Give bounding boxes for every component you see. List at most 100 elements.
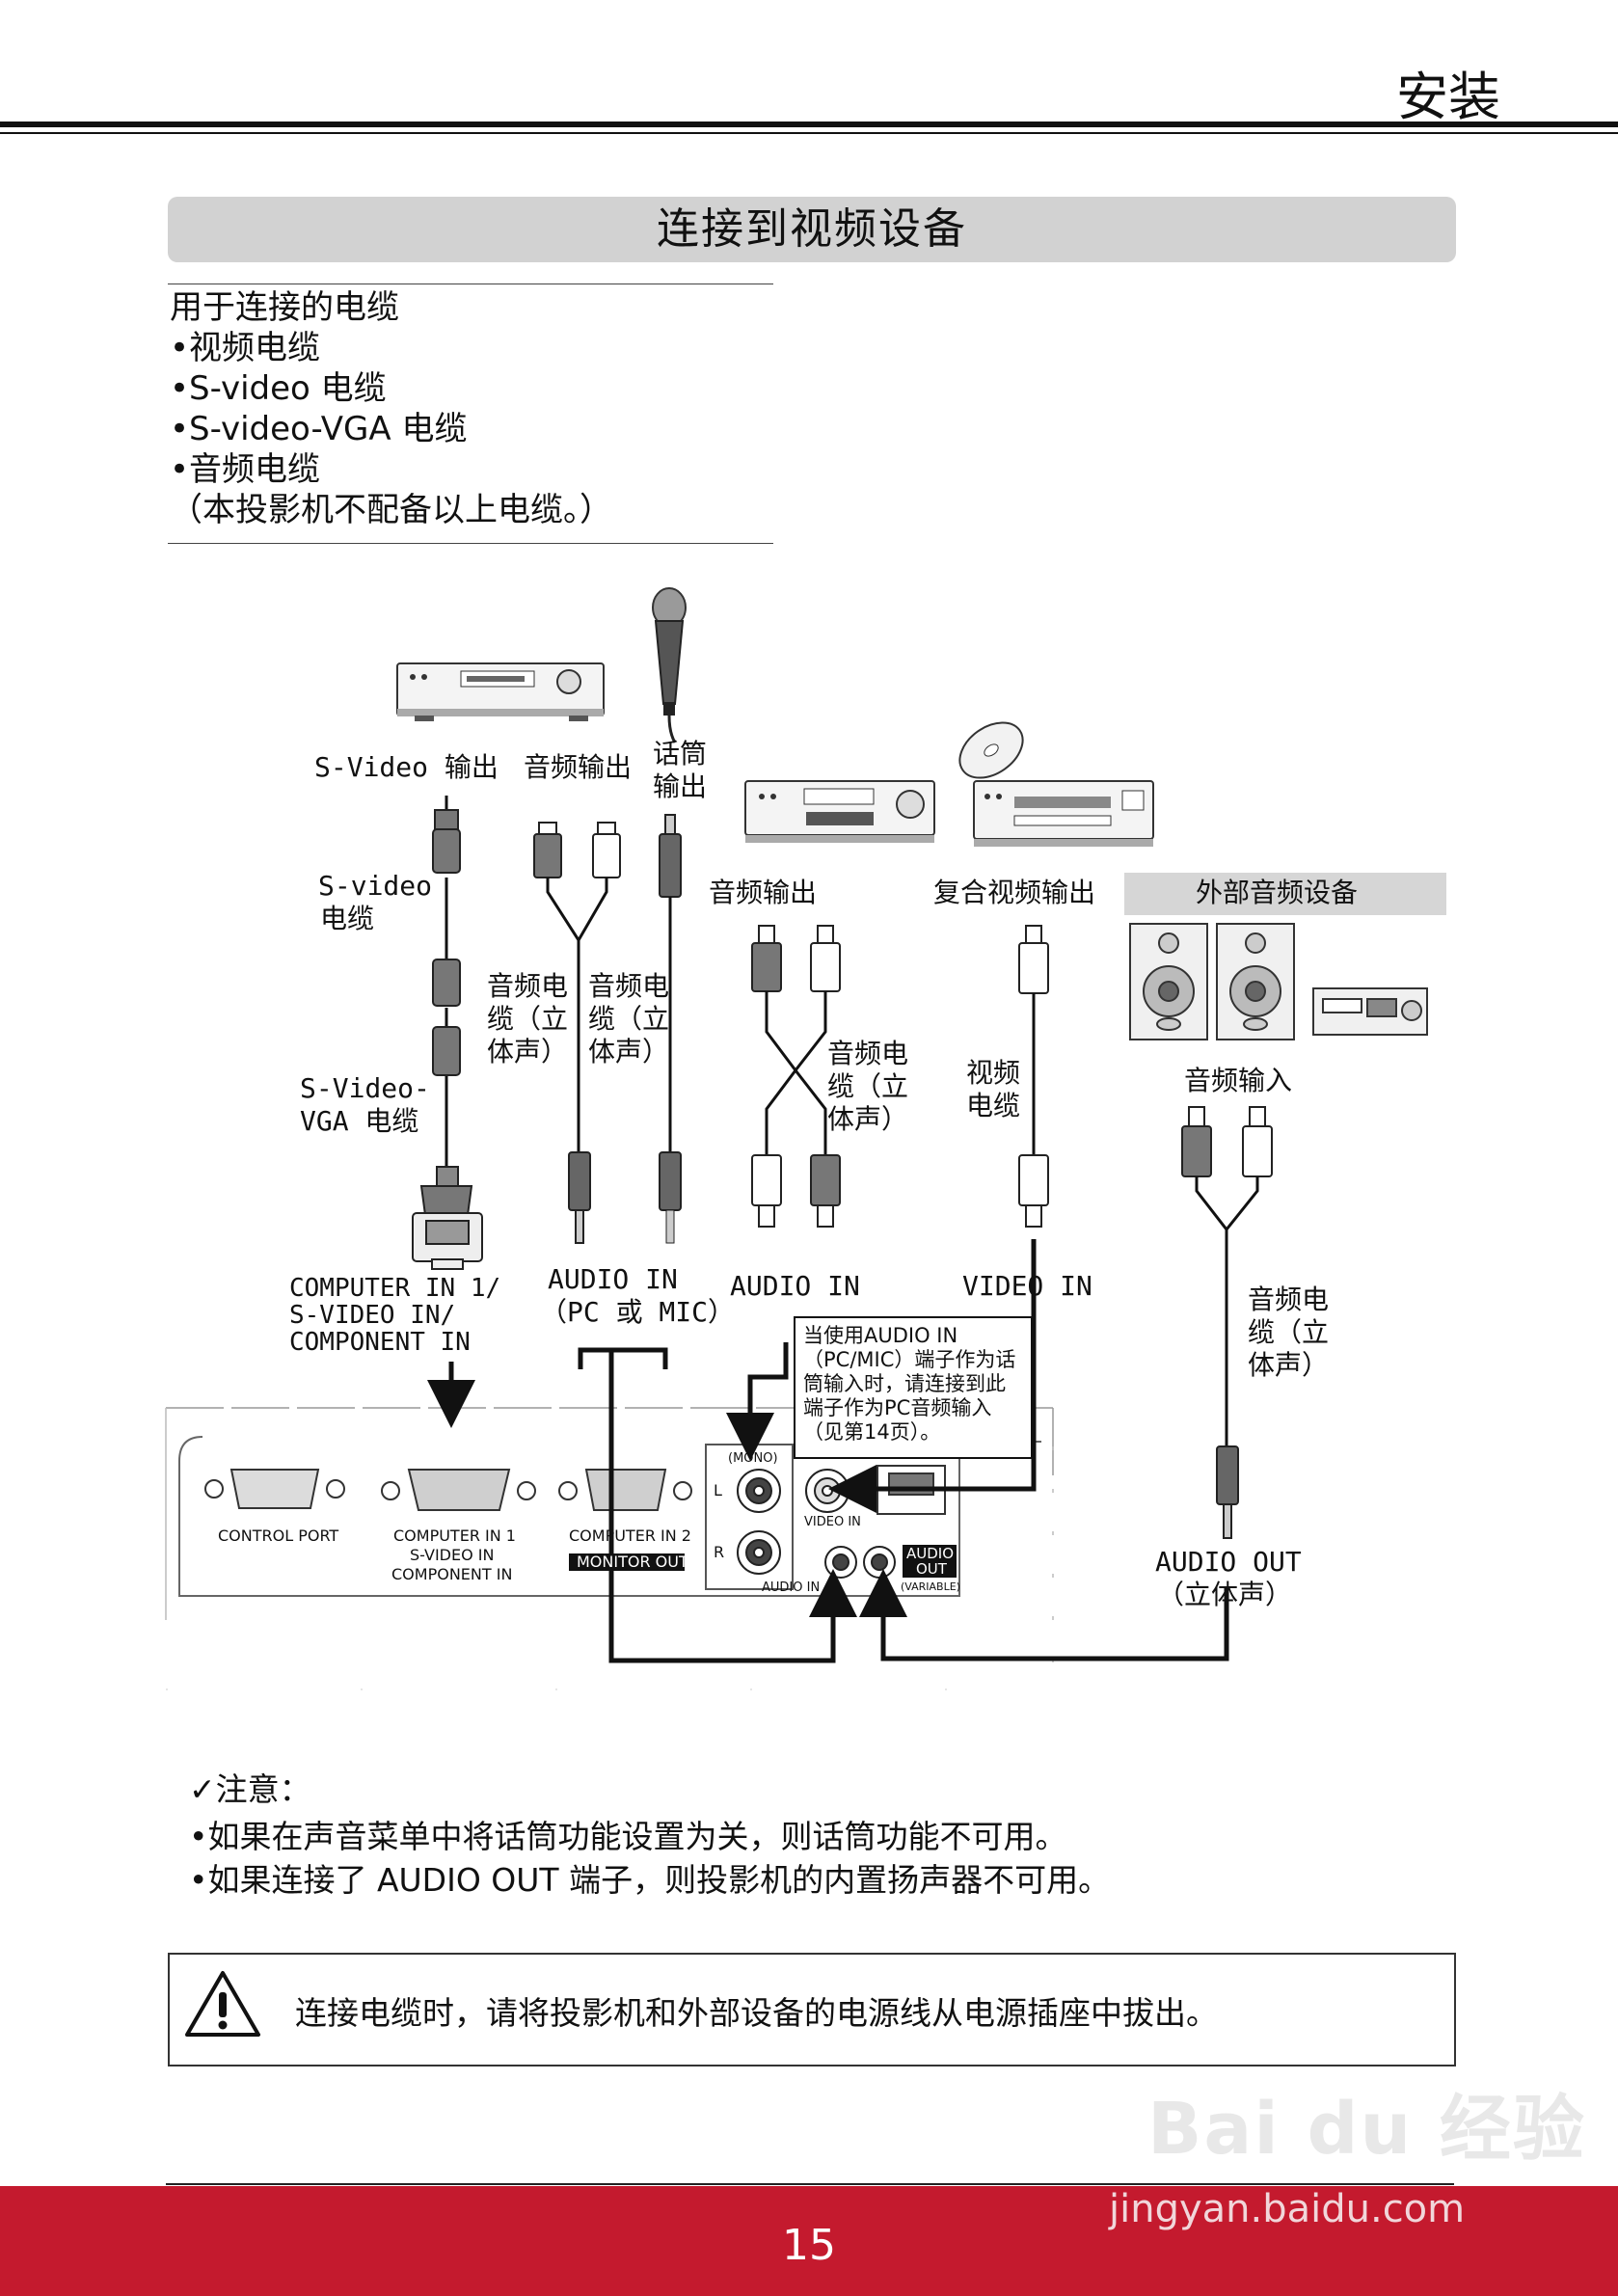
cable-item: •S-video 电缆	[170, 369, 387, 408]
label-audio-cable-c-2: 缆（立	[827, 1070, 909, 1102]
panel-computer-in-1-b: S-VIDEO IN	[410, 1546, 495, 1564]
audio-in-r-jack	[737, 1530, 781, 1575]
label-svideo-vga-1: S-Video-	[300, 1072, 430, 1104]
header-rule-thin	[0, 132, 1618, 134]
arrow-audio-in-lr	[726, 1342, 789, 1461]
page-title-bar: 连接到视频设备	[168, 197, 1456, 262]
panel-audio-out-2: OUT	[916, 1560, 947, 1578]
label-svideo-cable-2: 电缆	[320, 903, 375, 934]
speaker-icon	[1129, 923, 1208, 1040]
label-audio-cable-a-3: 体声）	[487, 1036, 569, 1067]
panel-computer-in-1-a: COMPUTER IN 1	[393, 1526, 516, 1545]
port-label-computer-in-3: COMPONENT IN	[289, 1328, 471, 1357]
panel-computer-in-2: COMPUTER IN 2	[569, 1526, 691, 1545]
watermark-logo: Bai du 经验	[1147, 2088, 1586, 2171]
amplifier-icon	[1312, 987, 1428, 1036]
rca-pair-left	[533, 822, 621, 878]
panel-mono: (MONO)	[728, 1451, 778, 1466]
arrow-audio-in-pc	[608, 1350, 857, 1663]
panel-audio-out-1: AUDIO	[906, 1545, 955, 1562]
label-composite-out: 复合视频输出	[933, 877, 1096, 908]
arrow-audio-out	[859, 1569, 1229, 1661]
warning-text: 连接电缆时，请将投影机和外部设备的电源线从电源插座中拔出。	[295, 1994, 1218, 2032]
label-svideo-out: S-Video 输出	[314, 751, 499, 783]
port-label-audio-in: AUDIO IN	[730, 1270, 860, 1302]
cd-icon	[958, 721, 1024, 779]
video-in-jack	[805, 1469, 849, 1513]
cable-item: •S-video-VGA 电缆	[170, 410, 468, 448]
port-label-video-in: VIDEO IN	[962, 1270, 1092, 1302]
svideo-connector-mid	[432, 959, 461, 1076]
dvd-player-icon	[973, 780, 1154, 847]
vcr-icon	[396, 662, 605, 721]
control-port-icon	[204, 1469, 345, 1509]
port-label-computer-in-2: S-VIDEO IN/	[289, 1301, 456, 1330]
panel-video-in: VIDEO IN	[804, 1515, 861, 1529]
label-audio-cable-a-2: 缆（立	[487, 1003, 569, 1035]
cable-list: 用于连接的电缆 •视频电缆 •S-video 电缆 •S-video-VGA 电…	[170, 287, 612, 530]
audio-out-label-bg	[903, 1545, 957, 1578]
label-audio-cable-d-2: 缆（立	[1248, 1316, 1330, 1348]
video-cable	[1018, 925, 1049, 1228]
footer-rule	[166, 2183, 1454, 2185]
page-number: 15	[782, 2221, 836, 2270]
label-svideo-vga-2: VGA 电缆	[300, 1105, 419, 1137]
audio-in-pc-jack	[824, 1546, 857, 1579]
cable-item: •视频电缆	[170, 329, 321, 367]
header-rule-thick	[0, 122, 1618, 127]
label-audio-in: 音频输入	[1184, 1065, 1293, 1096]
port-label-audio-in-pc-mic-2: （PC 或 MIC）	[540, 1296, 736, 1328]
computer-in-1-port-icon	[381, 1469, 536, 1511]
panel-l: L	[714, 1481, 722, 1499]
label-svideo-cable-1: S-video	[318, 870, 433, 902]
cable-item: •音频电缆	[170, 450, 321, 489]
label-audio-cable-c-3: 体声）	[827, 1103, 909, 1135]
cable-list-bottom-rule	[168, 543, 773, 544]
mic-input-callout: 当使用AUDIO IN（PC/MIC）端子作为话筒输入时，请连接到此端子作为PC…	[794, 1316, 1033, 1459]
panel-monitor-out: MONITOR OUT	[577, 1553, 688, 1571]
note-item: •如果连接了 AUDIO OUT 端子，则投影机的内置扬声器不可用。	[189, 1861, 1111, 1899]
page-title: 连接到视频设备	[657, 204, 967, 254]
section-title: 安装	[1396, 67, 1500, 127]
port-label-audio-out-1: AUDIO OUT	[1155, 1546, 1302, 1578]
label-video-cable-1: 视频	[966, 1057, 1021, 1089]
label-audio-out-1: 音频输出	[524, 751, 633, 783]
notes-heading: ✓注意：	[189, 1770, 311, 1808]
panel-audio-in: AUDIO IN	[762, 1580, 821, 1595]
svideo-connector-top	[432, 809, 461, 874]
panel-r: R	[714, 1543, 725, 1561]
rca-pair-mid-bottom	[751, 1154, 841, 1228]
panel-computer-in-1-c: COMPONENT IN	[391, 1565, 513, 1583]
label-audio-cable-b-1: 音频电	[588, 970, 670, 1002]
audio-out-jack	[863, 1546, 896, 1579]
label-mic-out-1: 话筒	[653, 738, 708, 770]
minijack-left	[568, 1151, 591, 1244]
external-audio-bar	[1124, 873, 1446, 915]
cable-list-note: （本投影机不配备以上电缆。）	[170, 491, 612, 529]
audio-in-l-jack	[737, 1469, 781, 1513]
label-audio-cable-a-1: 音频电	[487, 970, 569, 1002]
audio-out-cable	[1181, 1106, 1273, 1539]
label-video-cable-2: 电缆	[966, 1090, 1021, 1121]
watermark-url: jingyan.baidu.com	[1109, 2187, 1466, 2231]
cable-list-heading: 用于连接的电缆	[170, 288, 399, 327]
arrow-video-in	[828, 1239, 1037, 1513]
panel-variable: (VARIABLE)	[901, 1580, 960, 1593]
port-label-audio-in-pc-mic-1: AUDIO IN	[548, 1263, 678, 1295]
port-label-computer-in-1: COMPUTER IN 1/	[289, 1274, 501, 1303]
label-audio-cable-c-1: 音频电	[827, 1038, 909, 1069]
label-mic-out-2: 输出	[653, 770, 708, 802]
warning-box: 连接电缆时，请将投影机和外部设备的电源线从电源插座中拔出。	[168, 1953, 1456, 2066]
mic-cable	[659, 814, 682, 1244]
speaker-icon	[1216, 923, 1295, 1040]
label-audio-cable-d-1: 音频电	[1248, 1283, 1330, 1315]
vcr-icon	[744, 780, 935, 843]
label-audio-cable-b-2: 缆（立	[588, 1003, 670, 1035]
panel-control-port: CONTROL PORT	[218, 1526, 339, 1545]
bracket-audio-in-pc-mic	[578, 1347, 668, 1369]
vga-connector	[412, 1166, 483, 1270]
monitor-out-label-bg	[569, 1553, 685, 1571]
microphone-icon	[652, 587, 687, 743]
label-external-audio: 外部音频设备	[1196, 877, 1359, 908]
